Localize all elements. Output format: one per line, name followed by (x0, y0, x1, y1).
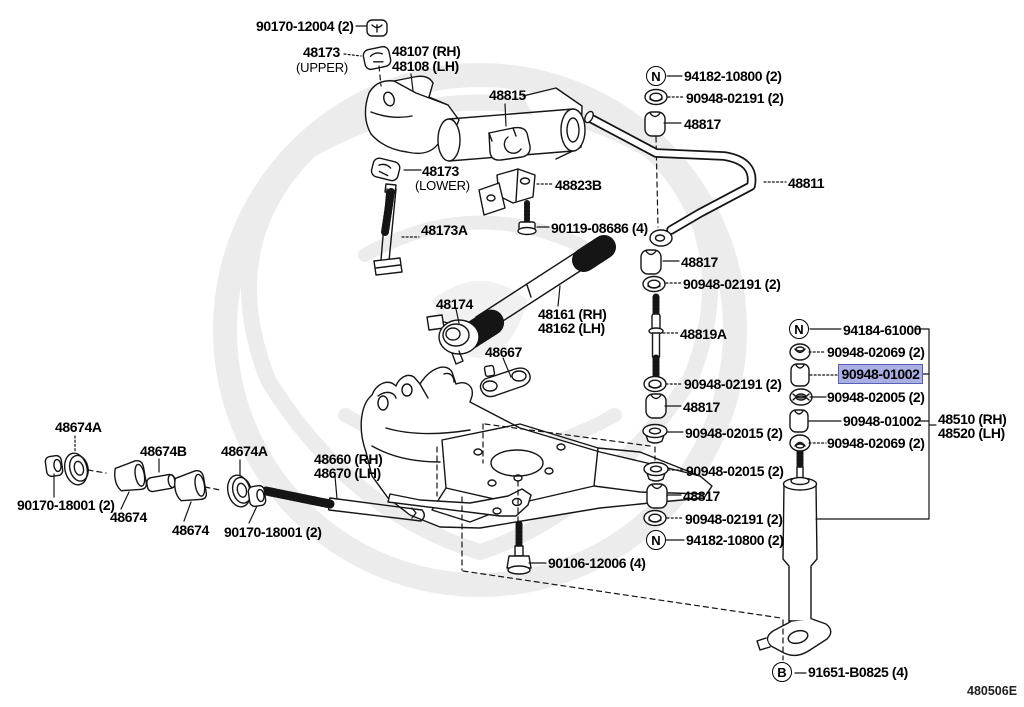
part-label-91651-b0825: 91651-B0825 (4) (808, 664, 908, 680)
bolt-48173a-drawing (373, 183, 403, 276)
nut-90170-12004-drawing (366, 19, 388, 37)
badge-letter: N (651, 532, 661, 548)
part-label-48667: 48667 (485, 344, 522, 360)
bushing-icon (171, 468, 208, 505)
washer-icon (642, 275, 666, 293)
part-label-90948-02191-4: 90948-02191 (2) (685, 511, 783, 527)
part-label-94184-61000: 94184-61000 (843, 322, 922, 338)
badge-letter: N (794, 321, 804, 337)
washer-icon (643, 375, 667, 393)
part-label-90948-02069-2: 90948-02069 (2) (827, 435, 925, 451)
leader-dashed-48817-to-bar (655, 136, 659, 228)
collar-icon (790, 363, 810, 387)
diagram-code: 480506E (967, 684, 1018, 698)
cam-48173-upper-drawing (362, 45, 392, 71)
part-label-48817-1: 48817 (684, 116, 721, 132)
assembly-dashed-lines (87, 65, 784, 661)
part-label-90948-02005: 90948-02005 (2) (827, 389, 925, 405)
torque-rod-drawing (261, 486, 425, 522)
part-label-90948-02015-2: 90948-02015 (2) (686, 463, 784, 479)
part-label-48817-3: 48817 (683, 399, 720, 415)
part-label-48817-4: 48817 (683, 488, 720, 504)
part-label-48162: 48162 (LH) (538, 320, 605, 336)
bolt-90119-drawing (517, 200, 537, 236)
part-label-48510: 48510 (RH) (938, 411, 1007, 427)
part-label-90948-01002-2: 90948-01002 (843, 413, 922, 429)
part-label-48107: 48107 (RH) (392, 43, 461, 59)
retainer-icon (789, 343, 811, 361)
part-label-48174: 48174 (436, 296, 473, 312)
bushing-icon (640, 249, 662, 275)
stabilizer-bar-drawing (584, 110, 757, 247)
part-label-48670: 48670 (LH) (314, 465, 381, 481)
n-badge-icon: N (646, 66, 666, 86)
part-label-48817-2: 48817 (681, 254, 718, 270)
b-badge-icon: B (772, 662, 792, 682)
part-sublabel-upper: (UPPER) (296, 60, 349, 75)
part-label-48108: 48108 (LH) (392, 58, 459, 74)
bolt-90106-drawing (506, 520, 532, 575)
bushing-48815-drawing (488, 126, 531, 161)
part-label-90948-02191-2: 90948-02191 (2) (683, 276, 781, 292)
part-label-48674b: 48674B (140, 443, 187, 459)
part-label-90119-08686: 90119-08686 (4) (551, 220, 648, 236)
part-label-48660: 48660 (RH) (314, 451, 383, 467)
n-badge-icon: N (646, 530, 666, 550)
part-label-48674-2: 48674 (172, 522, 209, 538)
part-label-90948-02069-1: 90948-02069 (2) (827, 344, 925, 360)
part-label-48815: 48815 (489, 87, 526, 103)
part-label-94182-10800-bot: 94182-10800 (2) (686, 532, 784, 548)
shock-absorber-drawing (756, 448, 832, 657)
bracket-48823b-drawing (478, 168, 536, 216)
part-label-90170-18001-2: 90170-18001 (2) (224, 524, 322, 540)
bushing-icon (646, 483, 668, 509)
badge-letter: B (777, 664, 787, 680)
part-label-48819a: 48819A (680, 326, 727, 342)
retainer-icon (789, 434, 811, 452)
part-label-48173-lower: 48173 (422, 163, 459, 179)
part-label-90106-12006: 90106-12006 (4) (548, 555, 646, 571)
part-label-48823b: 48823B (555, 177, 602, 193)
part-label-48674a-2: 48674A (221, 443, 268, 459)
bushing-icon (645, 393, 667, 419)
bushing-icon (111, 458, 148, 495)
stabilizer-link-drawing (648, 293, 664, 383)
washer-icon (643, 509, 667, 527)
collar-icon (145, 472, 178, 494)
bushing-48174-drawing (426, 314, 480, 365)
part-label-48520: 48520 (LH) (938, 425, 1005, 441)
part-label-48674-1: 48674 (110, 509, 147, 525)
bushing-icon (644, 111, 666, 137)
leader-lines (53, 25, 937, 674)
part-label-48161: 48161 (RH) (538, 306, 607, 322)
part-label-90948-02015-1: 90948-02015 (2) (685, 425, 783, 441)
part-label-90170-12004: 90170-12004 (2) (256, 18, 354, 34)
part-label-94182-10800-top: 94182-10800 (2) (684, 68, 782, 84)
washer-retainer-icon (60, 449, 93, 488)
collar-icon (789, 409, 809, 433)
part-sublabel-lower: (LOWER) (415, 178, 470, 193)
part-label-48173a: 48173A (421, 222, 468, 238)
nut-icon (246, 484, 268, 508)
part-label-48173-upper: 48173 (303, 44, 340, 60)
control-arm-drawing (360, 366, 713, 529)
part-label-48811: 48811 (788, 175, 825, 191)
part-label-90170-18001-1: 90170-18001 (2) (17, 497, 115, 513)
part-label-90948-02191-3: 90948-02191 (2) (684, 376, 782, 392)
badge-letter: N (651, 68, 661, 84)
washer-icon (789, 388, 813, 406)
spring-hanger-drawing (364, 75, 586, 162)
cam-48173-lower-drawing (370, 157, 401, 182)
part-label-90948-02191-top: 90948-02191 (2) (686, 90, 784, 106)
arm-48667-drawing (479, 364, 531, 398)
highlighted-part-number-90948-01002[interactable]: 90948-01002 (838, 364, 923, 384)
strut-bar-drawing (387, 488, 532, 517)
n-badge-icon: N (789, 319, 809, 339)
part-label-48674a-1: 48674A (55, 419, 102, 435)
washer-icon (644, 88, 668, 106)
